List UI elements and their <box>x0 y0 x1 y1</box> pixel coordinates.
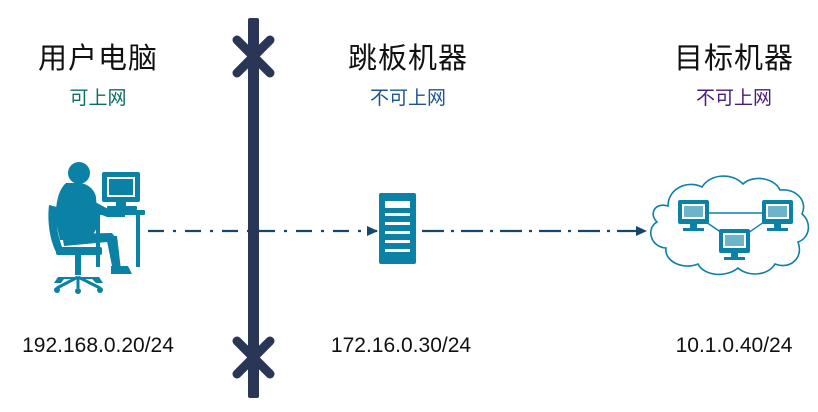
user-status: 可上网 <box>69 83 126 110</box>
cloud-network-icon <box>651 176 809 274</box>
server-tower-icon <box>379 193 416 264</box>
target-ip: 10.1.0.40/24 <box>676 334 793 358</box>
user-ip: 192.168.0.20/24 <box>22 334 174 358</box>
jump-status: 不可上网 <box>370 83 446 110</box>
user-title: 用户电脑 <box>38 35 158 77</box>
firewall-wall <box>237 18 270 398</box>
target-status: 不可上网 <box>696 83 772 110</box>
user-at-computer-icon <box>48 162 145 294</box>
target-title: 目标机器 <box>674 35 794 77</box>
jump-ip: 172.16.0.30/24 <box>331 334 471 358</box>
jump-title: 跳板机器 <box>348 35 468 77</box>
